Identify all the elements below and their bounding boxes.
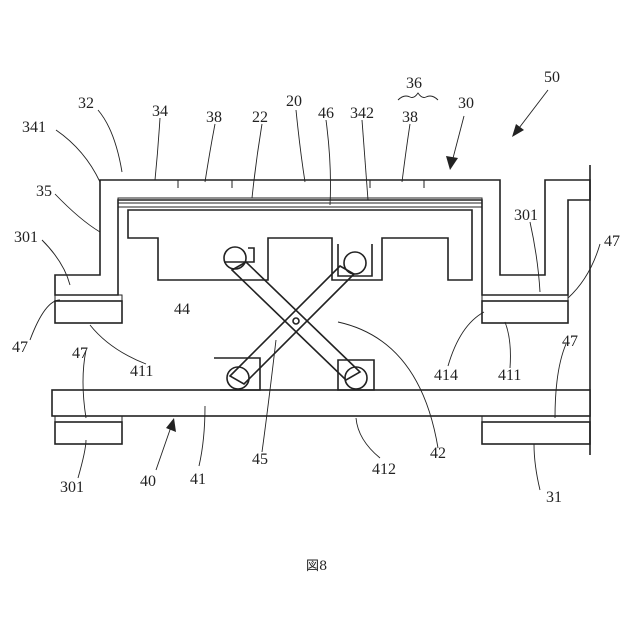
- label-30: 30: [458, 95, 474, 112]
- pad-right-bottom: [482, 416, 590, 422]
- brace-36: [398, 93, 438, 100]
- label-411b: 411: [498, 367, 521, 384]
- label-412: 412: [372, 461, 396, 478]
- label-40: 40: [140, 473, 156, 490]
- label-38b: 38: [402, 109, 418, 126]
- label-45: 45: [252, 451, 268, 468]
- label-35: 35: [36, 183, 52, 200]
- board-41: [52, 390, 590, 416]
- label-342: 342: [350, 105, 374, 122]
- label-34: 34: [152, 103, 168, 120]
- label-31: 31: [546, 489, 562, 506]
- reference-labels: 50 36 32 34 38 22 20 46 342 38 30 341 35…: [12, 69, 620, 506]
- label-301a: 301: [14, 229, 38, 246]
- roller-lower-left: [227, 367, 249, 389]
- label-22: 22: [252, 109, 268, 126]
- figure-caption: 図8: [306, 559, 327, 574]
- arrow-30: [446, 156, 458, 170]
- label-41: 41: [190, 471, 206, 488]
- roller-upper-right: [344, 252, 366, 274]
- plate-44: [128, 210, 472, 280]
- pad-right-top-hatch: [482, 301, 568, 323]
- label-20: 20: [286, 93, 302, 110]
- pad-right-top: [482, 295, 568, 301]
- pivot: [293, 318, 299, 324]
- label-411a: 411: [130, 363, 153, 380]
- label-414: 414: [434, 367, 458, 384]
- label-44: 44: [174, 301, 190, 318]
- roller-upper-left: [224, 247, 246, 269]
- pad-left-bottom: [55, 416, 122, 422]
- label-301b: 301: [514, 207, 538, 224]
- scissor-arm-b: [230, 266, 354, 384]
- pad-left-bottom-hatch: [55, 422, 122, 444]
- label-46: 46: [318, 105, 334, 122]
- label-47d: 47: [562, 333, 578, 350]
- scissor-mechanism-45: [214, 244, 374, 390]
- label-341: 341: [22, 119, 46, 136]
- label-36: 36: [406, 75, 422, 92]
- label-32: 32: [78, 95, 94, 112]
- leader-lines: [30, 110, 600, 490]
- arrow-40: [166, 418, 176, 432]
- arrow-50: [512, 124, 524, 137]
- pad-left-top-hatch: [55, 301, 122, 323]
- label-42: 42: [430, 445, 446, 462]
- label-47b: 47: [12, 339, 28, 356]
- pad-left-top: [55, 295, 122, 301]
- label-38a: 38: [206, 109, 222, 126]
- layer-46: [118, 203, 482, 207]
- label-47a: 47: [604, 233, 620, 250]
- label-47c: 47: [72, 345, 88, 362]
- label-301c: 301: [60, 479, 84, 496]
- label-50: 50: [544, 69, 560, 86]
- pad-right-bottom-hatch: [482, 422, 590, 444]
